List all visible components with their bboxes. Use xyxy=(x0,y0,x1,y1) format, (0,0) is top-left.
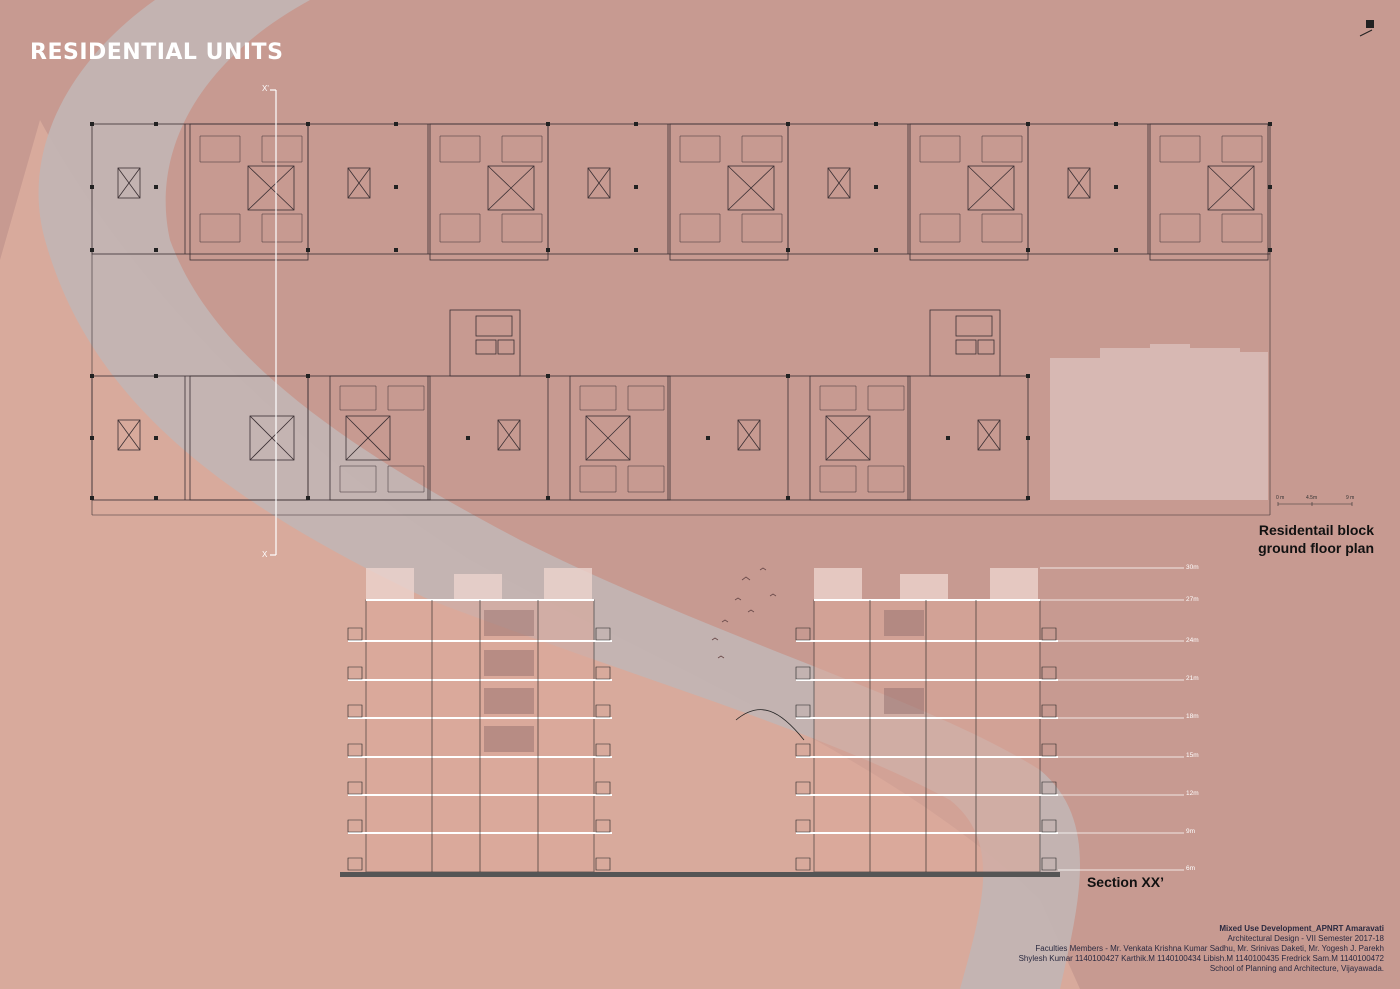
unit-block-top-5 xyxy=(1149,123,1269,261)
scale-label-2: 9 m xyxy=(1346,495,1355,501)
credits-faculty: Faculties Members - Mr. Venkata Krishna … xyxy=(1035,944,1384,953)
lower-ground-band xyxy=(0,120,1080,989)
level-label-21: 21m xyxy=(1186,675,1199,682)
credits-school: School of Planning and Architecture, Vij… xyxy=(1209,964,1384,973)
level-label-6: 6m xyxy=(1186,865,1196,872)
room-partitions-top xyxy=(199,135,1263,243)
unit-block-bottom-2 xyxy=(329,375,431,501)
north-arrow-icon xyxy=(1359,20,1374,37)
level-label-30: 30m xyxy=(1186,564,1199,571)
plan-caption-line-1: Residentail block xyxy=(1258,522,1374,538)
scale-label-0: 0 m xyxy=(1276,495,1285,501)
columns-top xyxy=(90,122,1272,252)
open-bay-voids-bottom xyxy=(117,419,1001,451)
unit-block-top-4 xyxy=(909,123,1029,261)
unit-block-bottom-4 xyxy=(809,375,911,501)
credits-course: Architectural Design - VII Semester 2017… xyxy=(1227,934,1384,943)
section-cut-line xyxy=(270,89,277,556)
pedestrian-path xyxy=(38,0,1080,989)
core-bottom-1 xyxy=(449,309,521,377)
unit-block-top-3 xyxy=(669,123,789,261)
section-caption: Section XX’ xyxy=(1086,874,1164,890)
unit-block-bottom-3 xyxy=(569,375,671,501)
level-label-27: 27m xyxy=(1186,596,1199,603)
section-building-right xyxy=(795,568,1058,873)
page-title: RESIDENTIAL UNITS xyxy=(30,40,284,65)
credits-students: Shylesh Kumar 1140100427 Karthik.M 11401… xyxy=(1018,954,1384,963)
unit-block-top-1 xyxy=(189,123,309,261)
level-label-9: 9m xyxy=(1186,828,1196,835)
kite-line-decoration xyxy=(735,709,805,741)
unit-block-top-2 xyxy=(429,123,549,261)
section-ground-slab xyxy=(340,872,1060,877)
scale-bar xyxy=(1277,502,1353,506)
scale-label-1: 4.5m xyxy=(1306,495,1318,501)
level-label-24: 24m xyxy=(1186,637,1199,644)
birds-decoration xyxy=(711,567,777,659)
level-label-18: 18m xyxy=(1186,713,1199,720)
core-bottom-2 xyxy=(929,309,1001,377)
plan-row-top xyxy=(91,123,1271,261)
level-lines xyxy=(1040,567,1184,871)
room-partitions-bottom xyxy=(339,385,905,493)
credits-block: Mixed Use Development_APNRT Amaravati Ar… xyxy=(960,924,1384,974)
level-label-15: 15m xyxy=(1186,752,1199,759)
section-mark-bottom: X xyxy=(262,550,268,559)
plan-caption-line-2: ground floor plan xyxy=(1258,540,1374,556)
adjacent-building-footprint xyxy=(1050,344,1268,500)
level-label-12: 12m xyxy=(1186,790,1199,797)
section-mark-top: X' xyxy=(262,84,269,93)
open-bay-voids-top xyxy=(117,167,1091,199)
plan-caption: Residentail block ground floor plan xyxy=(1240,521,1374,557)
section-building-left xyxy=(347,568,612,873)
columns-bottom xyxy=(90,374,1030,500)
unit-block-bottom-1 xyxy=(189,375,309,501)
plan-bays-top xyxy=(184,124,1149,254)
credits-project: Mixed Use Development_APNRT Amaravati xyxy=(1219,924,1384,933)
